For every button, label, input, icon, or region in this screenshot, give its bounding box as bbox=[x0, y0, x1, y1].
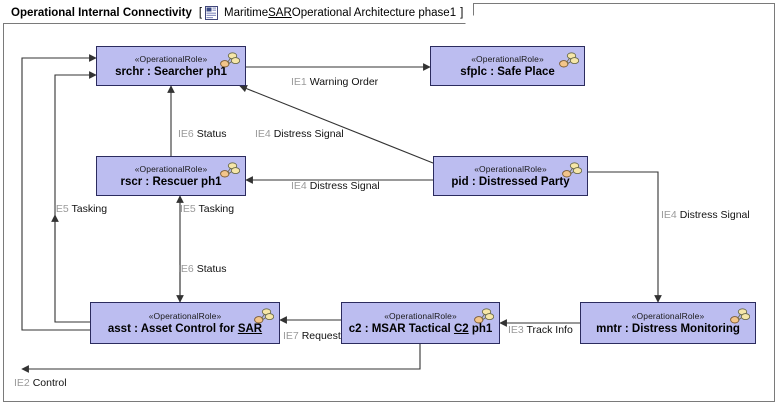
edge-text-ie6-rscr-asst: Status bbox=[196, 263, 227, 275]
node-pid-label: pid : Distressed Party bbox=[451, 175, 570, 188]
node-rscr-stereotype: «OperationalRole» bbox=[134, 163, 208, 174]
node-srchr-stereotype: «OperationalRole» bbox=[134, 53, 208, 64]
edge-label-ie4-pid-srchr: IE4 Distress Signal bbox=[255, 128, 344, 140]
edge-label-ie5-asst-srchr: IE5 Tasking bbox=[53, 203, 107, 215]
operational-role-icon bbox=[218, 52, 241, 72]
edge-label-ie1: IE1 Warning Order bbox=[291, 76, 378, 88]
edge-code-ie2-control: IE2 bbox=[14, 377, 30, 389]
node-srchr[interactable]: «OperationalRole» srchr : Searcher ph1 bbox=[96, 46, 246, 86]
node-asst-label: asst : Asset Control for SAR bbox=[108, 322, 262, 336]
edge-text-ie3-track-info: Track Info bbox=[526, 324, 573, 336]
edge-label-ie6-rscr-asst: IE6 Status bbox=[178, 263, 226, 275]
diagram-context-sar: SAR bbox=[268, 7, 292, 19]
edge-code-ie6-rscr-asst: IE6 bbox=[178, 263, 194, 275]
node-c2-label-post: ph1 bbox=[468, 322, 493, 335]
edge-code-ie7-request: IE7 bbox=[283, 330, 299, 342]
node-pid-stereotype: «OperationalRole» bbox=[474, 163, 547, 174]
node-srchr-label: srchr : Searcher ph1 bbox=[115, 65, 227, 78]
diagram-frame-header: Operational Internal Connectivity [ Mari… bbox=[3, 3, 475, 24]
edge-code-ie1: IE1 bbox=[291, 76, 307, 88]
bracket-close: ] bbox=[460, 7, 464, 19]
node-c2-label-pre: c2 : MSAR Tactical bbox=[348, 322, 454, 335]
bracket-open: [ bbox=[198, 7, 203, 19]
diagram-context-pre: Maritime bbox=[224, 7, 269, 19]
edge-text-ie5-asst-rscr: Tasking bbox=[198, 203, 235, 215]
node-mntr-label: mntr : Distress Monitoring bbox=[596, 322, 740, 335]
edge-code-ie3-track-info: IE3 bbox=[508, 324, 524, 336]
operational-role-icon bbox=[557, 52, 580, 72]
operational-role-icon bbox=[472, 308, 495, 328]
edge-label-ie5-asst-rscr: IE5 Tasking bbox=[180, 203, 234, 215]
operational-role-icon bbox=[560, 162, 583, 182]
edge-label-ie4-pid-rscr: IE4 Distress Signal bbox=[291, 180, 380, 192]
edge-text-ie4-pid-mntr: Distress Signal bbox=[679, 209, 750, 221]
edge-label-ie3-track-info: IE3 Track Info bbox=[508, 324, 573, 336]
node-sfplc-label: sfplc : Safe Place bbox=[460, 65, 555, 78]
edge-code-ie4-pid-srchr: IE4 bbox=[255, 128, 271, 140]
node-rscr[interactable]: «OperationalRole» rscr : Rescuer ph1 bbox=[96, 156, 246, 196]
edge-label-ie4-pid-mntr: IE4 Distress Signal bbox=[661, 209, 750, 221]
edge-label-ie6-rscr-srchr: IE6 Status bbox=[178, 128, 226, 140]
operational-role-icon bbox=[218, 162, 241, 182]
node-pid[interactable]: «OperationalRole» pid : Distressed Party bbox=[433, 156, 588, 196]
node-asst-label-pre: asst : Asset Control for bbox=[107, 322, 238, 335]
diagram-context-post: Operational Architecture phase1 bbox=[291, 7, 457, 19]
node-mntr-stereotype: «OperationalRole» bbox=[631, 310, 705, 321]
edge-text-ie1: Warning Order bbox=[309, 76, 379, 88]
edge-text-ie4-pid-srchr: Distress Signal bbox=[273, 128, 344, 140]
node-c2-label-c2: C2 bbox=[453, 322, 469, 335]
edge-code-ie5-asst-rscr: IE5 bbox=[180, 203, 196, 215]
edge-code-ie6-rscr-srchr: IE6 bbox=[178, 128, 194, 140]
node-c2-stereotype: «OperationalRole» bbox=[384, 310, 457, 321]
node-sfplc[interactable]: «OperationalRole» sfplc : Safe Place bbox=[430, 46, 585, 86]
edge-text-ie4-pid-rscr: Distress Signal bbox=[309, 180, 380, 192]
node-sfplc-stereotype: «OperationalRole» bbox=[471, 53, 544, 64]
node-asst-label-sar: SAR bbox=[237, 322, 263, 335]
node-asst[interactable]: «OperationalRole» asst : Asset Control f… bbox=[90, 302, 280, 344]
edge-text-ie7-request: Request bbox=[301, 330, 341, 342]
node-asst-stereotype: «OperationalRole» bbox=[148, 310, 222, 321]
edge-label-ie7-request: IE7 Request bbox=[283, 330, 341, 342]
node-c2-label: c2 : MSAR Tactical C2 ph1 bbox=[349, 322, 493, 336]
edge-text-ie5-asst-srchr: Tasking bbox=[71, 203, 108, 215]
diagram-context-label: [ Maritime SAR Operational Architecture … bbox=[199, 6, 463, 20]
edge-code-ie5-asst-srchr: IE5 bbox=[53, 203, 69, 215]
edge-label-ie2-control: IE2 Control bbox=[14, 377, 67, 389]
node-rscr-label: rscr : Rescuer ph1 bbox=[120, 175, 222, 188]
page-title: Operational Internal Connectivity bbox=[11, 7, 192, 19]
node-c2[interactable]: «OperationalRole» c2 : MSAR Tactical C2 … bbox=[341, 302, 500, 344]
edge-code-ie4-pid-rscr: IE4 bbox=[291, 180, 307, 192]
edge-text-ie2-control: Control bbox=[32, 377, 67, 389]
edge-code-ie4-pid-mntr: IE4 bbox=[661, 209, 677, 221]
operational-role-icon bbox=[252, 308, 275, 328]
edge-text-ie6-rscr-srchr: Status bbox=[196, 128, 227, 140]
node-mntr[interactable]: «OperationalRole» mntr : Distress Monito… bbox=[580, 302, 756, 344]
diagram-document-icon bbox=[205, 6, 219, 20]
operational-role-icon bbox=[728, 308, 751, 328]
